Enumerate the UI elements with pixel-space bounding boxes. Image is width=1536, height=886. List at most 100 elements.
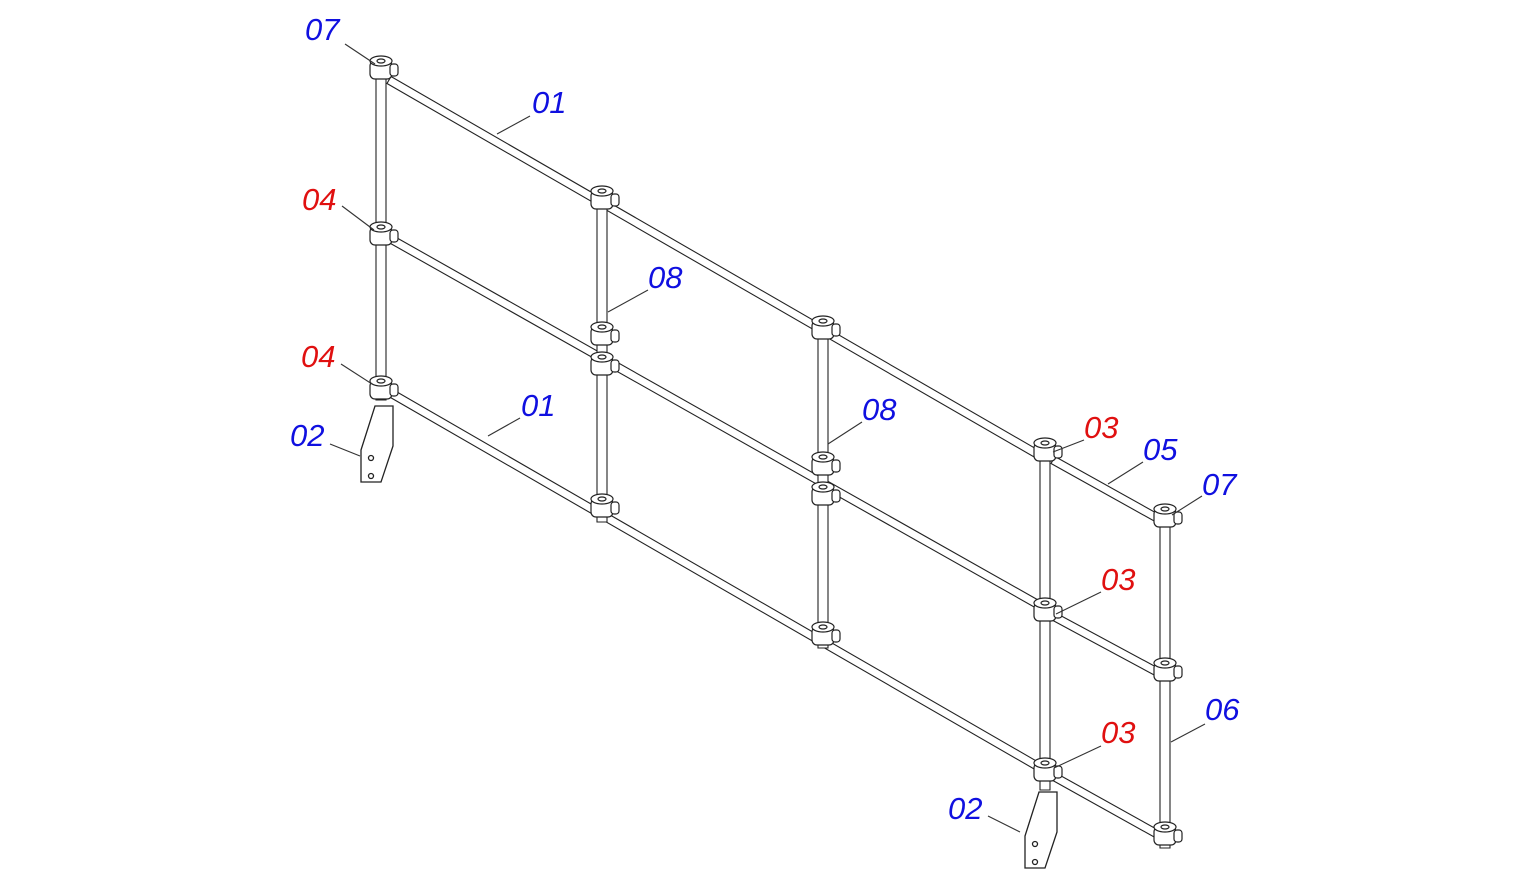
coupler-bolt [610, 329, 620, 343]
part-callout-08: 08 [862, 392, 897, 427]
coupler-bore [818, 454, 828, 460]
callout-leader [1055, 591, 1102, 615]
base-plate-right [1024, 791, 1058, 869]
coupler-bolt [831, 323, 841, 337]
bolt-hole [1031, 858, 1039, 866]
callout-leader [1171, 495, 1203, 516]
coupler-8 [811, 315, 841, 340]
coupler-13 [1033, 597, 1063, 622]
part-callout-06: 06 [1205, 692, 1240, 727]
coupler-bolt [610, 193, 620, 207]
part-callouts: 07 01 04 08 04 01 02 08 03 05 07 03 06 03 02 [290, 12, 1240, 833]
coupler-bore [597, 496, 607, 502]
tube-body [386, 75, 1040, 459]
post-right-end [1159, 519, 1171, 849]
short-rail-2 [1050, 611, 1160, 677]
part-callout-03: 03 [1084, 410, 1118, 445]
coupler-bore [1160, 506, 1170, 512]
part-callout-03: 03 [1101, 562, 1135, 597]
coupler-15 [1153, 503, 1183, 528]
coupler-1 [369, 55, 399, 80]
callout-leader [1052, 439, 1085, 453]
coupler-bore [1160, 824, 1170, 830]
part-callout-01: 01 [532, 85, 566, 120]
rail-1 [386, 75, 1040, 459]
coupler-bore [597, 188, 607, 194]
coupler-bore [1040, 440, 1050, 446]
tube-body [386, 387, 1040, 771]
coupler-17 [1153, 821, 1183, 846]
tube-body [1050, 771, 1160, 839]
coupler-bore [376, 58, 386, 64]
callout-leader [1170, 723, 1206, 743]
part-callout-04: 04 [302, 182, 336, 217]
guardrail-frame [360, 55, 1183, 869]
coupler-bolt [831, 629, 841, 643]
bolt-hole [367, 472, 375, 480]
part-callout-01: 01 [521, 388, 555, 423]
coupler-bolt [831, 489, 841, 503]
coupler-2 [369, 221, 399, 246]
base-plate-body [1024, 791, 1058, 869]
coupler-bore [818, 624, 828, 630]
coupler-16 [1153, 657, 1183, 682]
coupler-bolt [1173, 829, 1183, 843]
part-callout-07: 07 [305, 12, 341, 47]
coupler-bolt [1053, 605, 1063, 619]
coupler-bolt [1173, 665, 1183, 679]
coupler-14 [1033, 757, 1063, 782]
tube-body [386, 233, 1040, 609]
coupler-bore [597, 324, 607, 330]
coupler-bolt [1053, 445, 1063, 459]
coupler-bore [376, 378, 386, 384]
bolt-hole [367, 454, 375, 462]
rail-2 [386, 233, 1040, 609]
coupler-bolt [389, 229, 399, 243]
callout-leader [1053, 745, 1102, 769]
coupler-bolt [1173, 511, 1183, 525]
coupler-bolt [389, 63, 399, 77]
callout-leader [987, 815, 1021, 833]
callout-leader [827, 421, 863, 445]
tube-body [1159, 519, 1171, 849]
coupler-12 [1033, 437, 1063, 462]
coupler-bore [1040, 600, 1050, 606]
coupler-bolt [610, 501, 620, 515]
coupler-6 [590, 351, 620, 376]
callout-leader [607, 289, 649, 313]
bolt-hole [1031, 840, 1039, 848]
base-plate-left [360, 405, 394, 483]
callout-leader [340, 363, 373, 385]
coupler-bore [1040, 760, 1050, 766]
coupler-3 [369, 375, 399, 400]
part-callout-02: 02 [948, 791, 982, 826]
part-callout-08: 08 [648, 260, 683, 295]
callout-leader [341, 205, 375, 231]
coupler-bolt [831, 459, 841, 473]
part-callout-02: 02 [290, 418, 324, 453]
coupler-11 [811, 621, 841, 646]
coupler-bore [1160, 660, 1170, 666]
coupler-4 [590, 185, 620, 210]
coupler-9 [811, 451, 841, 476]
coupler-bore [376, 224, 386, 230]
part-callout-04: 04 [301, 339, 335, 374]
coupler-bolt [389, 383, 399, 397]
part-callout-05: 05 [1143, 432, 1178, 467]
coupler-bore [818, 318, 828, 324]
coupler-bolt [610, 359, 620, 373]
coupler-5 [590, 321, 620, 346]
callout-leader [1107, 461, 1144, 485]
coupler-bore [597, 354, 607, 360]
callout-leader [487, 417, 521, 437]
callout-leader [344, 43, 376, 65]
callout-leader [329, 443, 361, 457]
part-callout-07: 07 [1202, 467, 1238, 502]
part-callout-03: 03 [1101, 715, 1135, 750]
coupler-bore [818, 484, 828, 490]
base-plate-body [360, 405, 394, 483]
coupler-10 [811, 481, 841, 506]
coupler-7 [590, 493, 620, 518]
rail-3 [386, 387, 1040, 771]
